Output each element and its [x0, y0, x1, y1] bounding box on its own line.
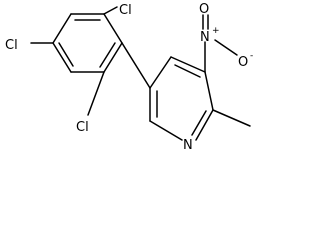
- bond: [195, 109, 214, 141]
- nitro-oxygen-top-label: O: [199, 2, 209, 17]
- double-bond-inner: [191, 110, 207, 136]
- c-cl-bond-top: [103, 6, 118, 15]
- bond: [52, 42, 72, 73]
- double-bond-inner: [99, 42, 116, 68]
- chemical-structure: Cl Cl Cl N N + O O -: [5, 2, 253, 153]
- double-bond-inner: [174, 64, 201, 78]
- chlorine-left-label: Cl: [5, 38, 18, 53]
- trichlorophenyl-ring: [52, 13, 123, 73]
- c-cl-bond-bottom: [87, 71, 105, 116]
- pyridine-ring: [149, 56, 214, 141]
- double-bond-inner: [58, 42, 74, 67]
- chlorine-bottom-label: Cl: [76, 120, 89, 135]
- bond: [103, 13, 123, 44]
- nitro-minus-charge: -: [250, 51, 253, 61]
- n-o-single-bond: [214, 39, 238, 56]
- methyl-bond: [212, 109, 251, 127]
- bond: [204, 71, 214, 111]
- bond: [170, 56, 206, 73]
- nitro-oxygen-right-label: O: [238, 55, 248, 70]
- bond: [52, 13, 72, 44]
- bond: [149, 56, 172, 89]
- biaryl-bond: [121, 42, 151, 89]
- nitro-plus-charge: +: [212, 26, 220, 36]
- bond: [149, 120, 183, 141]
- bond: [103, 42, 123, 73]
- pyridine-nitrogen-label: N: [183, 138, 193, 153]
- chlorine-top-label: Cl: [119, 3, 132, 18]
- nitro-nitrogen-label: N: [200, 30, 210, 45]
